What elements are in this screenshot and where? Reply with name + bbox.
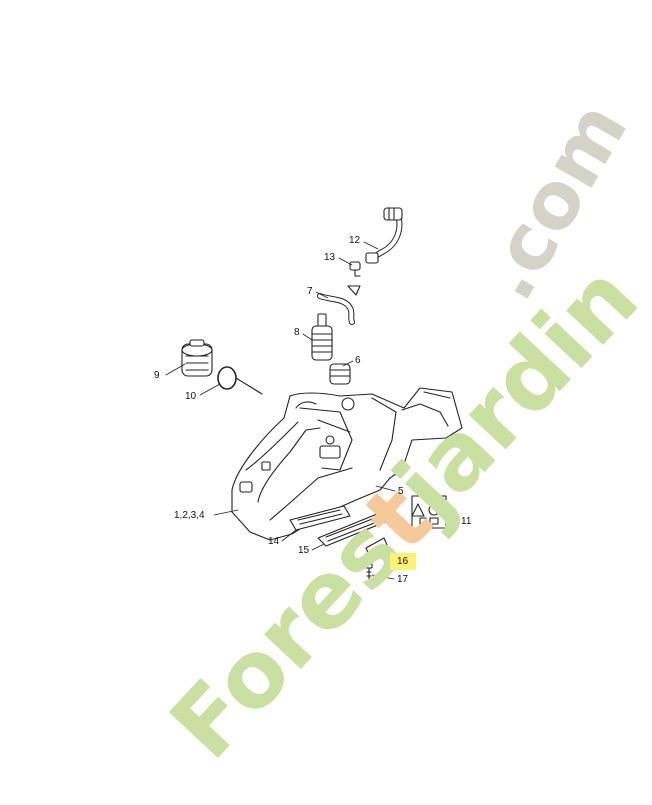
part-label-8[interactable]: 8: [294, 327, 300, 338]
part-label-11[interactable]: 11: [461, 516, 472, 527]
part-label-17[interactable]: 17: [397, 574, 409, 585]
cover-strip-part: [289, 505, 351, 531]
elbow-connector-part: [349, 261, 361, 277]
pickup-hose-part: [317, 285, 361, 325]
cover-strip-part-2: [317, 511, 391, 547]
part-label-10[interactable]: 10: [185, 391, 197, 402]
part-label-1-2-3-4[interactable]: 1,2,3,4: [174, 510, 205, 521]
part-label-6[interactable]: 6: [355, 355, 361, 366]
warning-label-part: [411, 495, 447, 529]
screw-part: [365, 561, 373, 583]
grommet-part: [329, 363, 351, 385]
plate-part: [365, 537, 391, 563]
part-label-5[interactable]: 5: [398, 486, 404, 497]
part-label-13[interactable]: 13: [324, 252, 336, 263]
fuel-hose-part: [365, 207, 403, 264]
leader-lines: [165, 241, 459, 580]
part-label-16[interactable]: 16: [397, 556, 409, 567]
part-label-14[interactable]: 14: [268, 536, 280, 547]
fuel-filter-part: [311, 313, 333, 361]
cap-part: [181, 339, 213, 377]
o-ring-part: [217, 366, 263, 395]
part-label-15[interactable]: 15: [298, 545, 310, 556]
part-label-12[interactable]: 12: [349, 235, 361, 246]
highlight-part-16: [390, 553, 416, 570]
part-label-9[interactable]: 9: [154, 370, 160, 381]
part-label-7[interactable]: 7: [307, 286, 313, 297]
tank-housing-part: [231, 387, 463, 541]
